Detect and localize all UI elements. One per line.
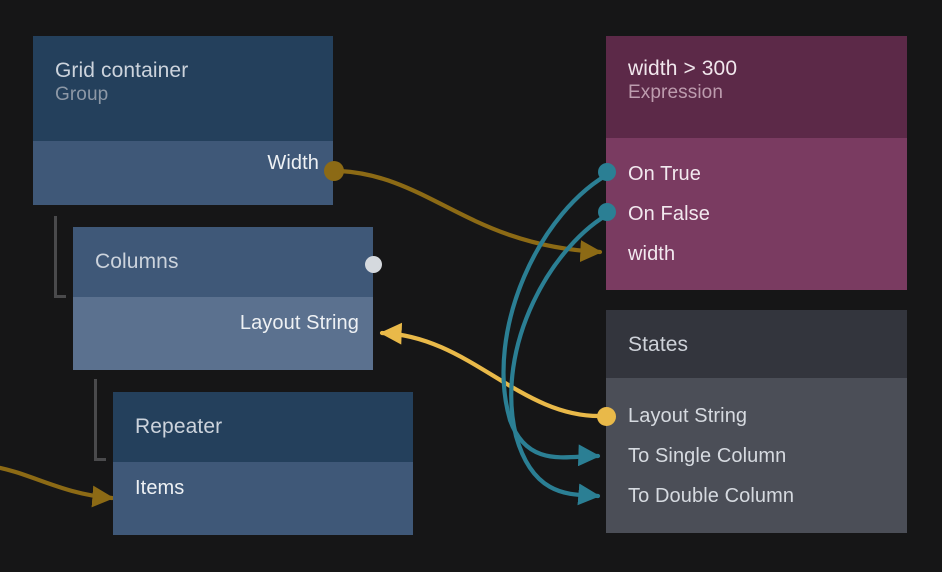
port-dot-grid-container-width[interactable] (324, 161, 344, 181)
port-dot-columns-output[interactable] (365, 256, 382, 273)
port-label-on-true: On True (628, 163, 701, 185)
node-columns-title: Columns (95, 250, 179, 273)
node-grid-container-header[interactable]: Grid container Group (33, 36, 333, 141)
node-expression-body: On True On False width (606, 138, 907, 290)
port-dot-expression-on-false[interactable] (598, 203, 616, 221)
hierarchy-bracket-columns (54, 216, 66, 298)
node-states-body: Layout String To Single Column To Double… (606, 378, 907, 533)
node-states-header[interactable]: States (606, 310, 907, 378)
port-row-repeater-items[interactable]: Items (135, 475, 184, 501)
port-row-states-to-double-column[interactable]: To Double Column (628, 483, 794, 509)
port-label-to-double-column: To Double Column (628, 485, 795, 507)
node-expression-subtitle: Expression (628, 82, 723, 103)
node-columns[interactable]: Columns Layout String (73, 227, 373, 370)
node-expression-header[interactable]: width > 300 Expression (606, 36, 907, 138)
node-states[interactable]: States Layout String To Single Column To… (606, 310, 907, 533)
port-row-columns-layout-string[interactable]: Layout String (240, 310, 359, 336)
port-dot-expression-on-true[interactable] (598, 163, 616, 181)
edge-states-layout-to-columns-layout (379, 322, 605, 419)
node-grid-container-body: Width (33, 141, 333, 205)
node-repeater-title: Repeater (135, 415, 223, 438)
edge-external-to-repeater-items (0, 465, 115, 508)
port-row-states-layout-string[interactable]: Layout String (628, 403, 747, 429)
port-label-layout-string: Layout String (239, 312, 359, 334)
port-label-width: Width (267, 152, 319, 174)
edge-on-true-to-to-single-column (501, 169, 615, 467)
node-states-title: States (628, 333, 689, 356)
node-columns-header[interactable]: Columns (73, 227, 373, 297)
node-repeater-body: Items (113, 462, 413, 535)
node-grid-container-title: Grid container (55, 59, 189, 82)
edge-width-to-expression-width (337, 168, 603, 262)
port-row-expression-on-false[interactable]: On False (628, 201, 710, 227)
edge-on-false-to-to-double-column (509, 209, 615, 506)
port-label-items: Items (135, 477, 185, 499)
port-row-grid-container-width[interactable]: Width (267, 150, 319, 176)
node-expression[interactable]: width > 300 Expression On True On False … (606, 36, 907, 290)
port-row-states-to-single-column[interactable]: To Single Column (628, 443, 786, 469)
node-columns-body: Layout String (73, 297, 373, 370)
node-repeater[interactable]: Repeater Items (113, 392, 413, 535)
port-label-expression-width: width (628, 243, 676, 265)
port-row-expression-width[interactable]: width (628, 241, 675, 267)
hierarchy-bracket-repeater (94, 379, 106, 461)
port-label-on-false: On False (628, 203, 710, 225)
node-expression-title: width > 300 (628, 57, 738, 80)
node-grid-container-subtitle: Group (55, 84, 109, 105)
port-row-expression-on-true[interactable]: On True (628, 161, 701, 187)
node-repeater-header[interactable]: Repeater (113, 392, 413, 462)
port-label-to-single-column: To Single Column (628, 445, 787, 467)
port-dot-states-layout-string[interactable] (597, 407, 616, 426)
port-label-states-layout-string: Layout String (628, 405, 748, 427)
node-grid-container[interactable]: Grid container Group Width (33, 36, 333, 205)
